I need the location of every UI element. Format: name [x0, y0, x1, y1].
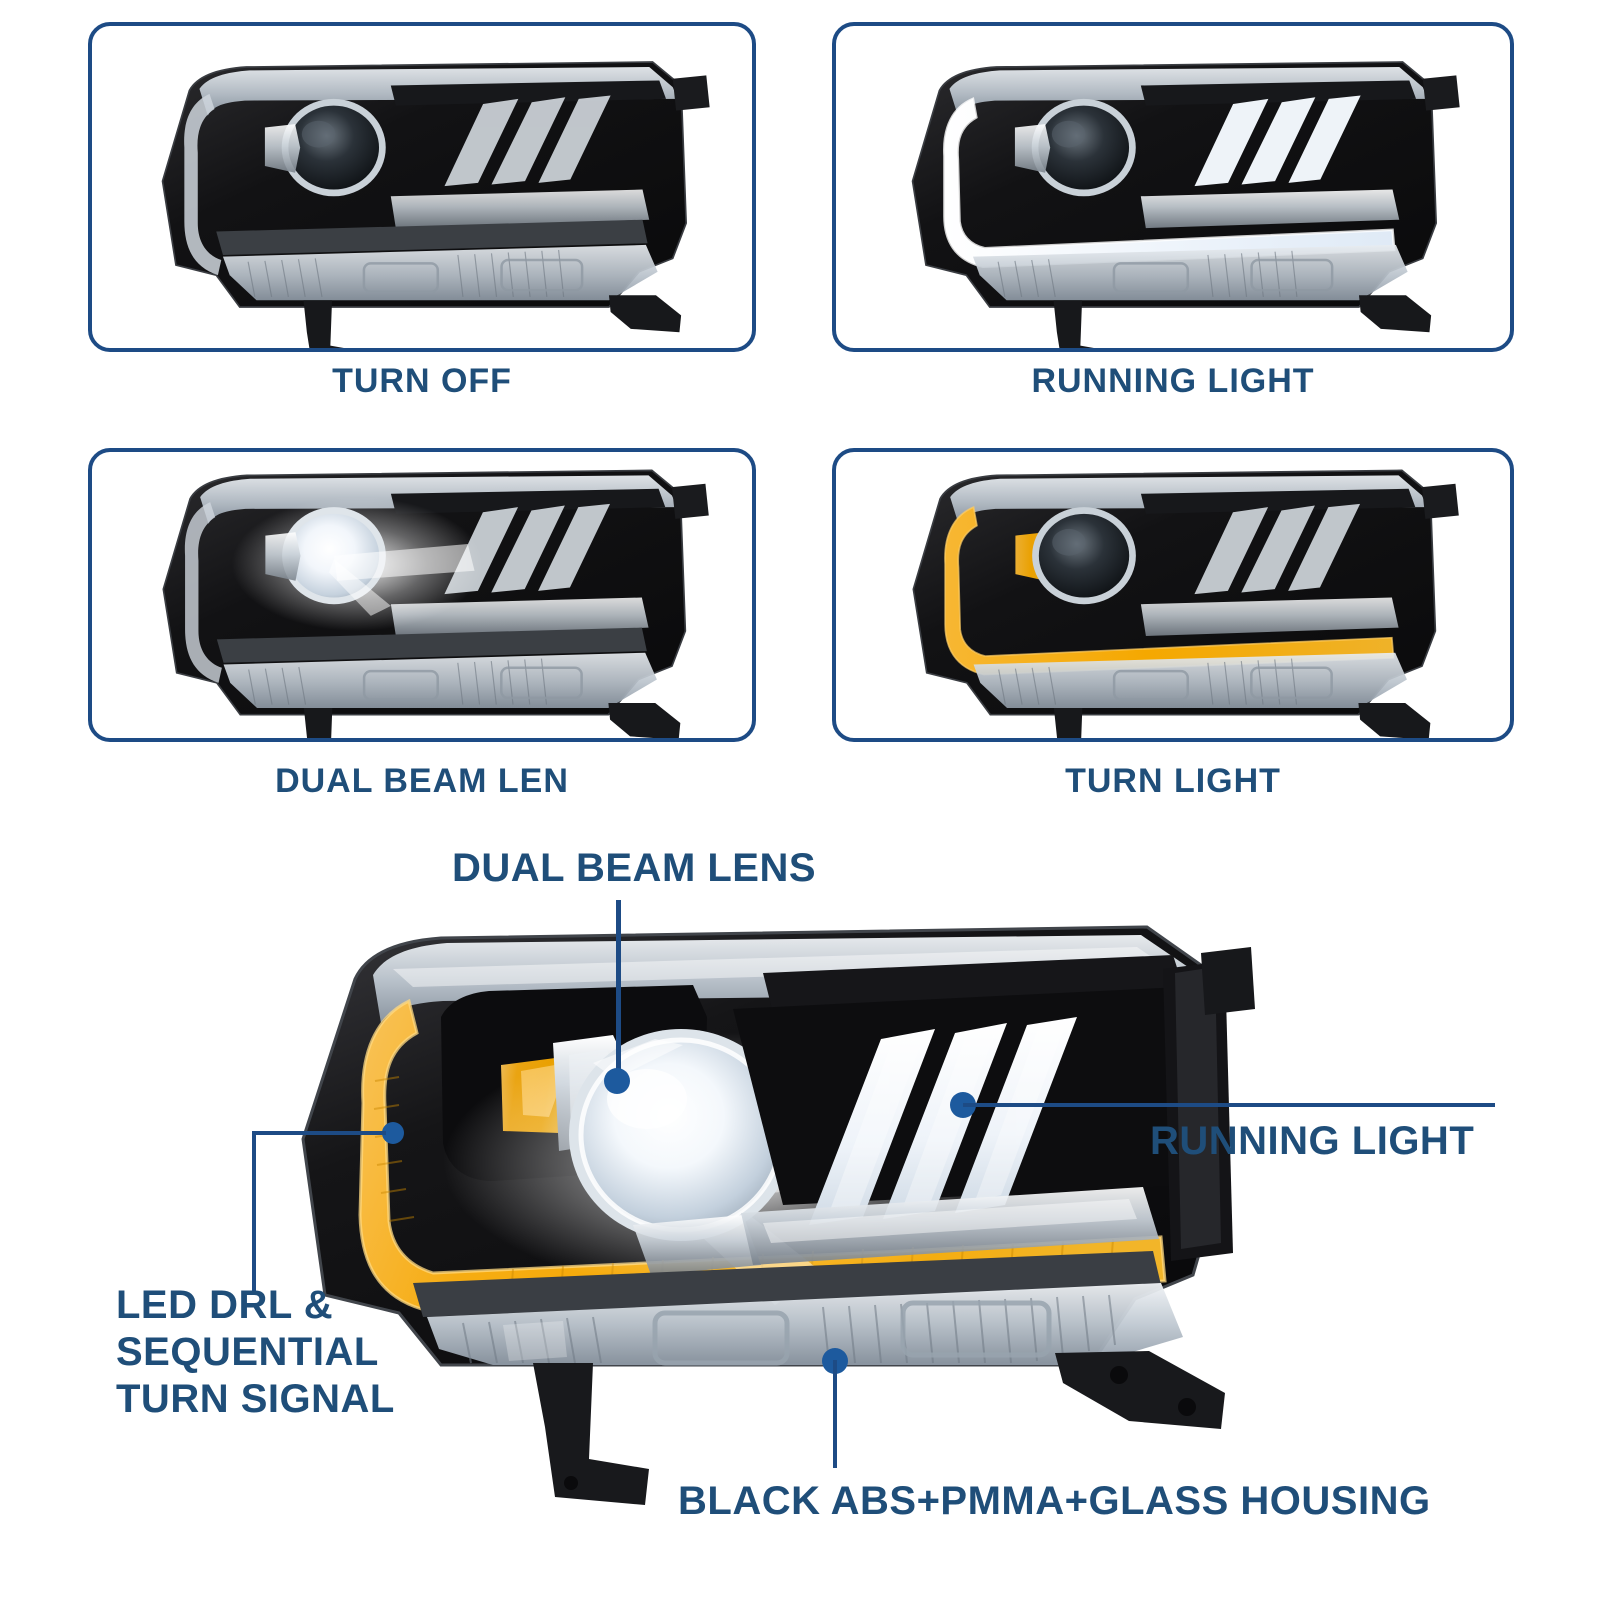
- callout-led-drl-label: LED DRL & SEQUENTIAL TURN SIGNAL: [116, 1282, 456, 1424]
- headlight-art: [162, 469, 709, 738]
- callout-led-drl-line-1: LED DRL &: [116, 1283, 334, 1327]
- callout-led-drl-leader-v: [252, 1131, 256, 1291]
- callout-running-light-label: RUNNING LIGHT: [1150, 1119, 1475, 1163]
- panel-dual-beam-len: [88, 448, 756, 742]
- caption-turn-off: TURN OFF: [332, 362, 512, 400]
- callout-dual-beam-lens-label: DUAL BEAM LENS: [452, 846, 817, 890]
- callout-running-light-leader: [963, 1103, 1495, 1107]
- headlight-image-running-light: [836, 26, 1510, 348]
- callout-dual-beam-lens-leader: [616, 900, 621, 1078]
- headlight-image-turn-off: [92, 26, 752, 348]
- headlight-art: [911, 61, 1460, 348]
- callout-led-drl-line-3: TURN SIGNAL: [116, 1377, 395, 1422]
- callout-housing-label: BLACK ABS+PMMA+GLASS HOUSING: [678, 1479, 1431, 1523]
- caption-turn-light: TURN LIGHT: [1065, 762, 1281, 800]
- headlight-art: [912, 469, 1459, 738]
- caption-running-light: RUNNING LIGHT: [1031, 362, 1315, 400]
- caption-dual-beam-len: DUAL BEAM LEN: [275, 762, 569, 800]
- panel-turn-off: [88, 22, 756, 352]
- callout-housing-leader: [833, 1360, 837, 1468]
- hero-headlight-art: [301, 925, 1255, 1505]
- hero-headlight-image: [255, 905, 1265, 1535]
- callout-led-drl-dot: [382, 1122, 404, 1144]
- headlight-image-turn-light: [836, 452, 1510, 738]
- callout-led-drl-line-2: SEQUENTIAL: [116, 1330, 379, 1375]
- panel-turn-light: [832, 448, 1514, 742]
- panel-running-light: [832, 22, 1514, 352]
- callout-led-drl-leader-h: [252, 1131, 386, 1135]
- callout-dual-beam-lens-dot: [604, 1068, 630, 1094]
- headlight-image-dual-beam-len: [92, 452, 752, 738]
- headlight-art: [161, 61, 710, 348]
